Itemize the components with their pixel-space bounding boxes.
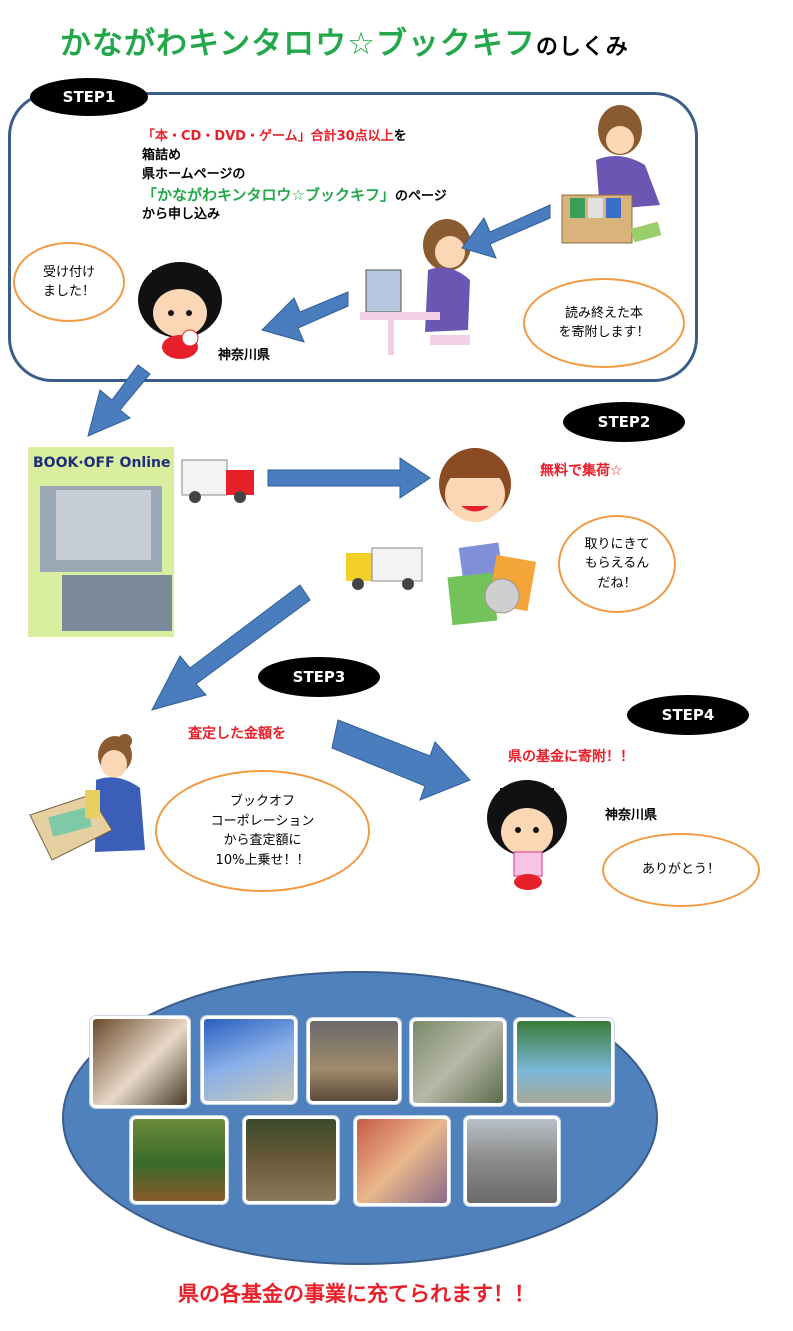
photo-forest-work [243, 1116, 339, 1204]
woman-packing-illustration [561, 105, 662, 244]
step1-line2: 箱詰め [142, 147, 182, 163]
bookoff-logo: BOOK·OFF Online [33, 455, 171, 471]
step1-badge: STEP1 [30, 78, 148, 116]
step1-line5: から申し込み [142, 207, 221, 223]
step4-kanagawa-label: 神奈川県 [605, 808, 658, 823]
step3-badge: STEP3 [258, 657, 380, 697]
step2-bubble: 取りにきて もらえるん だね！ [558, 515, 676, 613]
step3-bubble: ブックオフ コーポレーション から査定額に 10%上乗せ！！ [155, 770, 370, 892]
step1-line1-tail: を [393, 129, 407, 144]
title-suffix: のしくみ [535, 35, 629, 60]
step1-bubble-donate: 読み終えた本 を寄附します！ [523, 278, 685, 368]
step1-line4-tail: のページ [395, 188, 447, 204]
title-main: かながわキンタロウ☆ブックキフ [60, 26, 536, 62]
photo-group-event [354, 1116, 450, 1206]
photo-school-building [201, 1016, 297, 1104]
step3-heading: 査定した金額を [188, 726, 286, 742]
truck-illustration-1 [181, 459, 254, 503]
step2-badge: STEP2 [563, 402, 685, 442]
page-title: かながわキンタロウ☆ブックキフのしくみ [60, 18, 629, 63]
woman-computer-illustration [360, 219, 471, 355]
step1-kanagawa-label: 神奈川県 [218, 348, 271, 363]
photo-tree-planting [130, 1116, 228, 1204]
step4-badge: STEP4 [627, 695, 749, 735]
step4-bubble: ありがとう！ [602, 833, 760, 907]
courier-face-illustration [439, 448, 511, 522]
photo-aerial-town [410, 1018, 506, 1106]
step4-heading: 県の基金に寄附！！ [508, 749, 634, 765]
photo-kitten [90, 1016, 190, 1108]
kintaro-mascot-step4 [487, 780, 567, 890]
step1-bubble-received: 受け付け ました！ [13, 242, 125, 322]
books-cd-illustration [447, 542, 537, 626]
photo-stone-monument [464, 1116, 560, 1206]
step1-instructions: 「本・CD・DVD・ゲーム」合計30点以上を 箱詰め 県ホームページの 「かなが… [142, 128, 447, 225]
worker-packing-illustration [29, 734, 145, 861]
step1-page-name: 「かながわキンタロウ☆ブックキフ」 [142, 185, 395, 204]
step2-free-pickup: 無料で集荷☆ [540, 463, 623, 479]
photo-classroom [307, 1018, 401, 1104]
photo-mascot-river [514, 1018, 614, 1106]
kintaro-mascot-step1 [138, 262, 222, 359]
step1-items-text: 「本・CD・DVD・ゲーム」合計30点以上 [142, 129, 394, 144]
footer-message: 県の各基金の事業に充てられます！！ [178, 1282, 535, 1306]
truck-illustration-2 [346, 547, 423, 590]
step1-line3: 県ホームページの [142, 166, 246, 182]
